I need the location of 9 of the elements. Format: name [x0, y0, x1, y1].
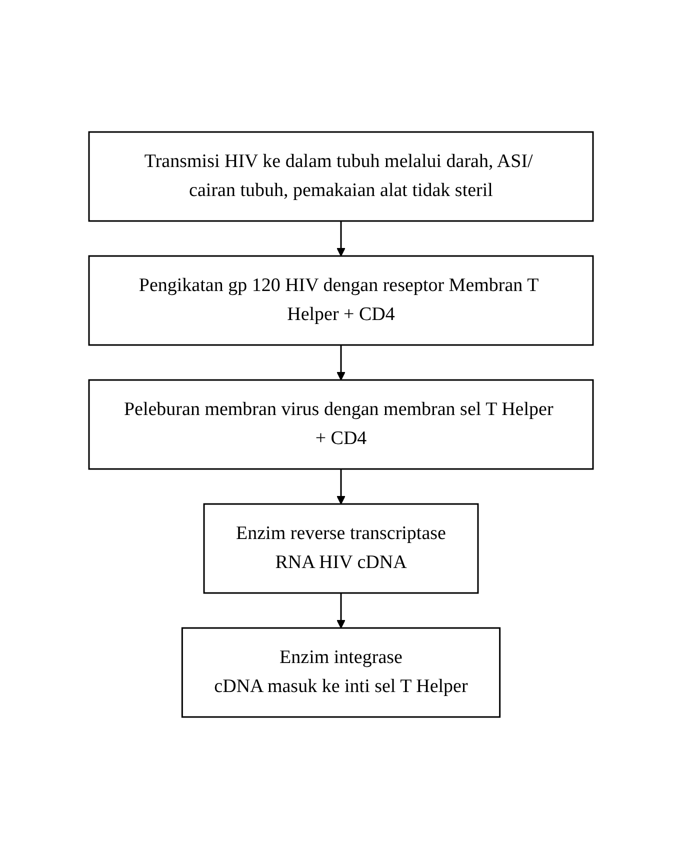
arrow: [336, 592, 345, 628]
node-box: Peleburan membran virus dengan membran sel T Helper + CD4: [88, 378, 594, 470]
node-box: Transmisi HIV ke dalam tubuh melalui darah, ASI/ cairan tubuh, pemakaian alat tidak steril: [88, 130, 594, 222]
arrow: [336, 344, 345, 380]
arrow: [336, 220, 345, 256]
node-box: Enzim reverse transcriptase RNA HIV cDNA: [202, 502, 478, 594]
node-box: Enzim integrase cDNA masuk ke inti sel T Helper: [180, 626, 500, 718]
arrow: [336, 468, 345, 504]
node-box: Pengikatan gp 120 HIV dengan reseptor Membran T Helper + CD4: [88, 254, 594, 346]
